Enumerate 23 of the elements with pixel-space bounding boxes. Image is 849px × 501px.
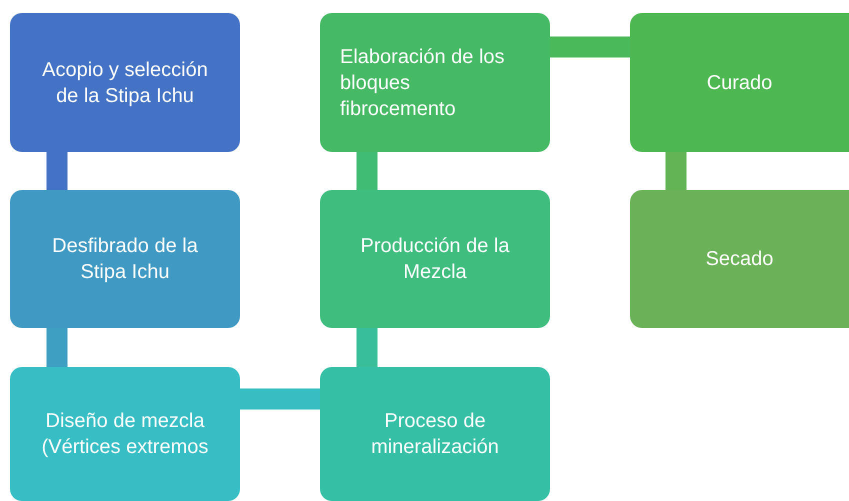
process-box xyxy=(320,13,550,152)
process-box xyxy=(10,13,240,152)
box-label: Proceso de mineralización xyxy=(370,409,500,460)
process-box xyxy=(320,367,550,501)
process-box xyxy=(320,190,550,328)
process-box xyxy=(630,190,849,328)
process-box xyxy=(10,190,240,328)
box-label: Diseño de mezcla (Vértices extremos xyxy=(40,409,210,460)
connector-bar xyxy=(46,152,68,190)
box-label: Curado xyxy=(706,70,772,96)
box-label: Elaboración de los bloques fibrocemento xyxy=(340,44,506,122)
connector-bar xyxy=(356,328,378,367)
box-label: Acopio y selección de la Stipa Ichu xyxy=(41,58,209,108)
box-label: Secado xyxy=(706,247,774,272)
box-label: Desfibrado de la Stipa Ichu xyxy=(51,234,199,285)
process-box xyxy=(630,13,849,152)
connector-bar xyxy=(46,328,68,367)
connector-bar xyxy=(550,36,630,58)
box-label: Producción de la Mezcla xyxy=(360,234,510,285)
connector-bar xyxy=(356,152,378,190)
connector-bar xyxy=(240,388,320,410)
connector-bar xyxy=(666,152,686,190)
process-box xyxy=(10,367,240,501)
